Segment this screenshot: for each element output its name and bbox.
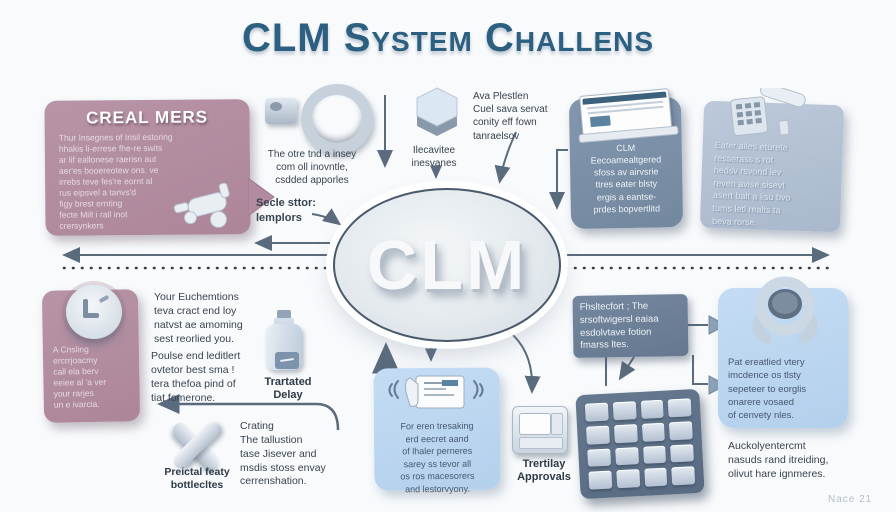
card-reader-icon [512, 402, 570, 454]
cross-icon [166, 418, 226, 473]
fax-icon [388, 375, 484, 409]
ring-note: The otre tnd a insey com oll inovntle, c… [267, 149, 357, 187]
keypad-key [642, 445, 667, 465]
bottlenecks-label: Preictal featy bottlecltes [164, 466, 230, 491]
laptop-icon [575, 88, 679, 144]
mediator-box: Fhsltecfort ; The srsoftwigersl eaiaa es… [572, 294, 689, 358]
pot-box-text: Pat ereatlied vtery imcdence os tlsty se… [728, 357, 807, 422]
keypad-key [587, 448, 611, 467]
creal-mers-box: CREAL MERS Thur Insegnes of Irisil estor… [44, 99, 251, 236]
keypad-key [671, 466, 696, 486]
footer-note: Nace 21 [828, 494, 873, 505]
pot-icon [752, 276, 818, 344]
keypad-key [586, 425, 610, 445]
approvals-label: Trertilay Approvals [517, 458, 571, 484]
creal-mers-title: CREAL MERS [85, 107, 209, 128]
ring-torus [301, 84, 373, 154]
hexagon-note: Ilecavitee inesvanes [411, 145, 457, 170]
page-title: CLM System Challens [241, 16, 655, 60]
keypad-key [641, 422, 666, 442]
clm-box-text: CLM Eecoamealtgered sfoss av airvsrie tt… [590, 142, 662, 215]
keypad-key [612, 401, 637, 421]
keypad-icon [575, 388, 705, 500]
keypad-key [667, 398, 692, 418]
cisling-box-text: A Cnsling ercrrjoacmy call ela berv eeie… [52, 344, 107, 410]
keypad-key [670, 443, 694, 463]
keypad-key [613, 423, 638, 443]
keypad-key [616, 469, 640, 489]
keypad-key [643, 467, 668, 487]
ring-icon [265, 84, 373, 154]
keypad-key [640, 399, 664, 419]
keypad-key [614, 446, 639, 466]
selection-note: Secle sttor: lemplors [256, 197, 316, 224]
ester-box-text: Eater ailes eturete resserass s rot heds… [711, 139, 791, 228]
mediator-box-text: Fhsltecfort ; The srsoftwigersl eaiaa es… [579, 300, 659, 352]
keypad-key [669, 421, 693, 440]
tracking-box-text: For eren tresaking erd eecret aand of lh… [400, 420, 475, 495]
pink-box-pointer [248, 178, 275, 217]
round-button-icon [66, 285, 122, 339]
crating-note: Crating The tallustion tase Jisever and … [240, 420, 326, 488]
bottle-icon [263, 308, 305, 372]
ava-note: Ava Plestlen Cuel sava servat conity eff… [473, 91, 548, 142]
calculator-pencil-icon [730, 88, 806, 136]
euchemtions-note: Your Euchemtions teva cract end loy natv… [154, 291, 243, 345]
poulse-note: Poulse end leditlert ovtetor best sma ! … [151, 350, 241, 404]
treated-delay-label: Trartated Delay [264, 376, 312, 402]
clm-center-node: CLM [333, 188, 561, 342]
keypad-key [588, 470, 613, 490]
keypad-key [584, 402, 609, 422]
hexagon-icon [416, 87, 458, 136]
ring-block [265, 98, 297, 124]
spray-tool-icon [173, 182, 230, 228]
clm-center-label: CLM [366, 226, 528, 304]
auck-note: Auckolyentercmt nasuds rand itreiding, o… [728, 440, 829, 480]
